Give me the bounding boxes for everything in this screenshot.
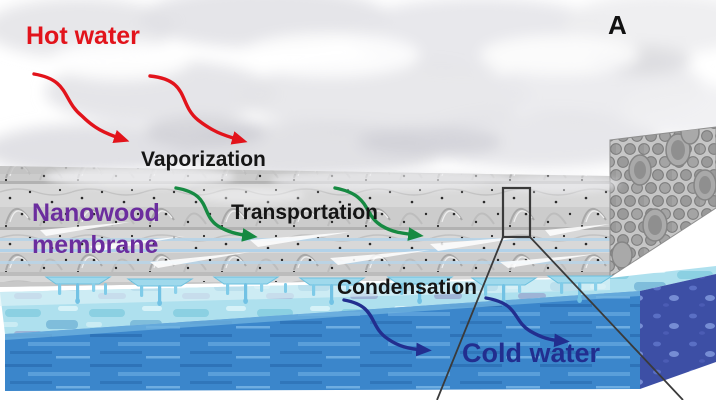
- cold-water-block: [0, 266, 716, 391]
- zoom-callout-line-right: [529, 236, 684, 400]
- water-side-face: [640, 274, 716, 389]
- vapor-transport-arrow-2: [333, 186, 424, 241]
- zoom-callout: [436, 186, 684, 400]
- vapor-transport-arrow-1: [174, 186, 258, 242]
- vaporization-label: Vaporization: [141, 148, 266, 171]
- nanowood-membrane-label-line1: Nanowood: [32, 199, 160, 227]
- flow-arrows: [32, 72, 570, 357]
- condensate-flow-arrow-1: [342, 298, 432, 357]
- water-front-face: [5, 291, 640, 391]
- panel-label: A: [608, 10, 627, 40]
- condensate-flow-arrow-2: [484, 296, 570, 348]
- cold-water-label: Cold water: [462, 338, 601, 368]
- condensate-droplets: [45, 275, 613, 307]
- transportation-label: Transportation: [231, 201, 379, 224]
- hot-water-flow-arrow-2: [148, 74, 248, 145]
- zoom-callout-box: [501, 186, 532, 239]
- hot-water-label: Hot water: [26, 22, 140, 50]
- membrane-end-face: [609, 126, 716, 278]
- zoom-callout-line-left: [436, 236, 504, 400]
- nanowood-membrane-label: Nanowood membrane: [32, 197, 160, 261]
- condensation-label: Condensation: [337, 276, 477, 299]
- nanowood-membrane-label-line2: membrane: [32, 231, 159, 259]
- hot-water-flow-arrow-1: [32, 72, 130, 144]
- cloud-wisps: [45, 166, 620, 203]
